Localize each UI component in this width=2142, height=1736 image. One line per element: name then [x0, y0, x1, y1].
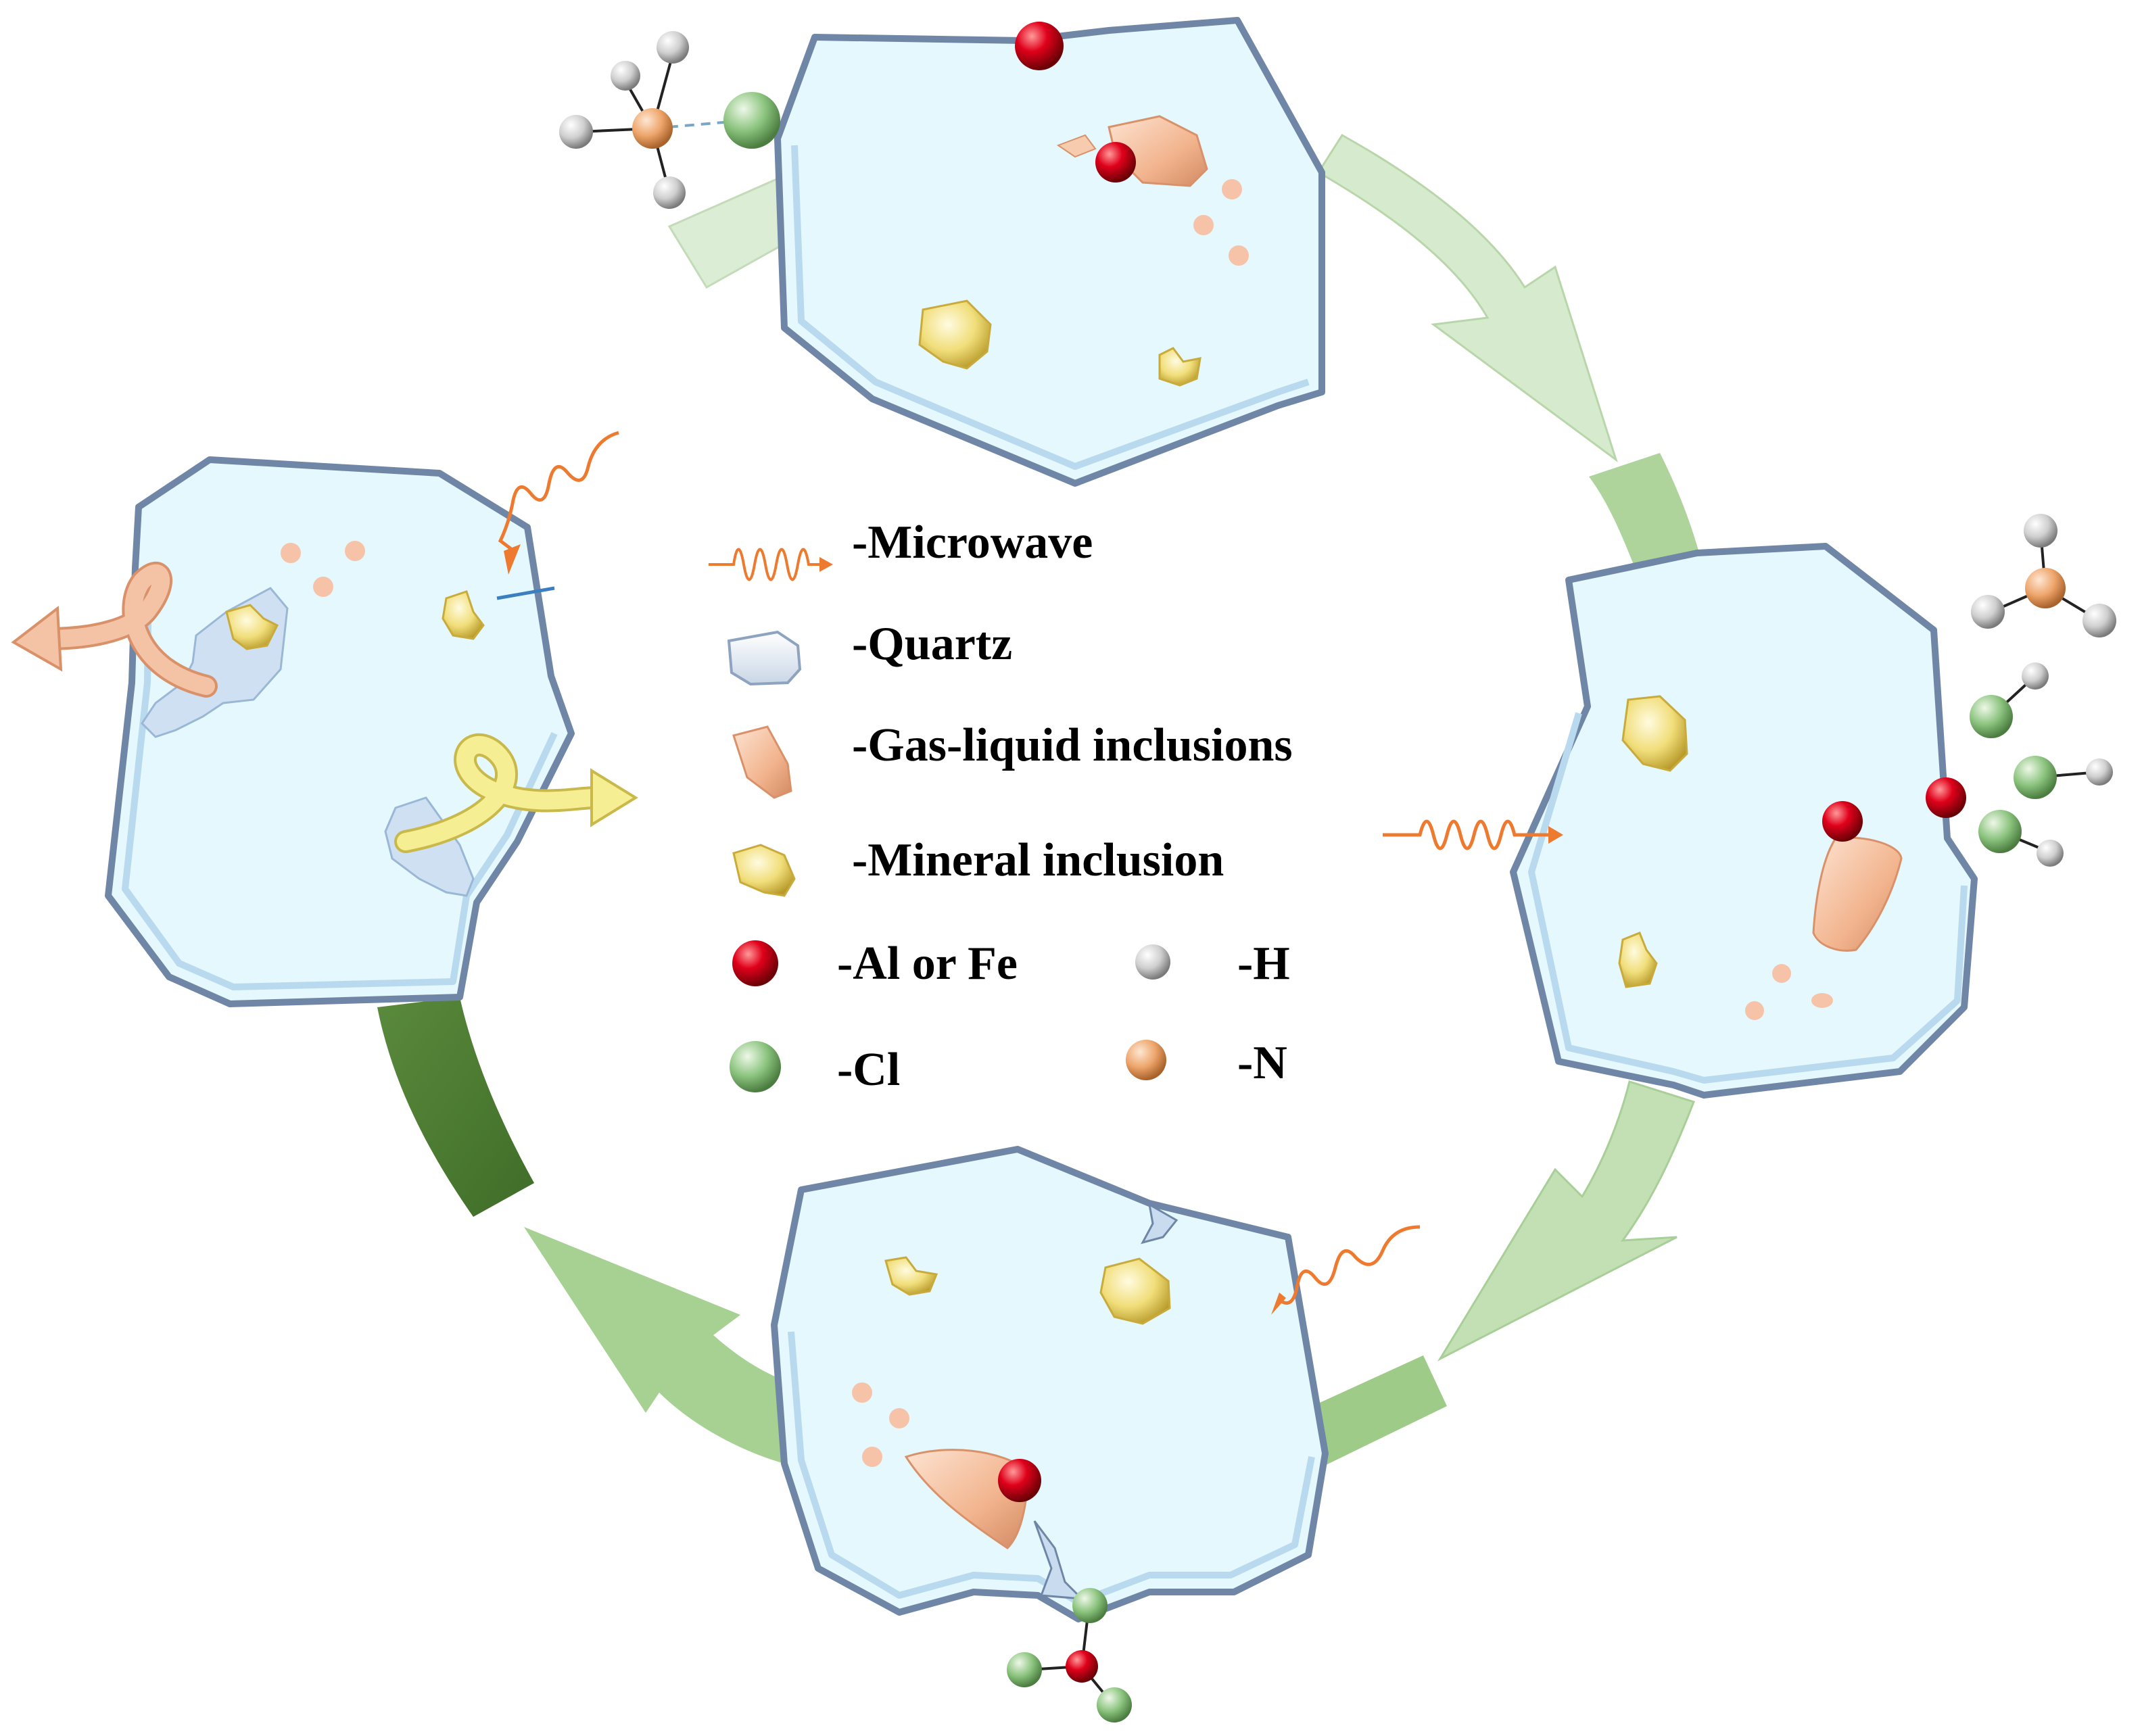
al-fe-atom	[1066, 1650, 1098, 1683]
quartz-grain-left	[105, 456, 575, 1007]
grain-right-body	[1510, 543, 1978, 1099]
gas-liquid-inclusion	[904, 1449, 1029, 1549]
mineral-inclusion	[918, 299, 992, 370]
mineral-inclusion-small	[884, 1256, 938, 1296]
mineral-escape-arrow	[394, 733, 638, 853]
mineral-inclusion-small	[1618, 932, 1658, 988]
gas-liquid-inclusion-small	[1056, 134, 1097, 158]
hydrogen-atom	[2037, 840, 2064, 867]
ammonia-chlorine-molecule	[559, 31, 780, 209]
gas-liquid-inclusion-icon	[732, 725, 792, 799]
chlorine-atom-icon	[730, 1041, 781, 1092]
quartz-grain-top	[774, 17, 1325, 487]
cycle-arrow-bottom-right	[1305, 1355, 1447, 1467]
legend-microwave: -Microwave	[852, 516, 1093, 569]
chlorine-atom	[1097, 1687, 1132, 1722]
gas-liquid-bubble	[345, 541, 365, 561]
hydrogen-atom	[653, 176, 686, 209]
legend-cl: -Cl	[837, 1044, 900, 1096]
gas-liquid-bubble	[1811, 993, 1833, 1008]
al-fe-atom	[1926, 777, 1966, 818]
cycle-arrow-top-right	[1316, 133, 1618, 462]
aluminum-chloride-molecule	[1007, 1588, 1132, 1722]
hydrogen-atom	[2086, 758, 2113, 786]
gas-liquid-bubble	[1745, 1001, 1764, 1020]
chlorine-atom	[1978, 810, 2022, 853]
legend: -Microwave -Quartz -Gas-liquid inclusion…	[709, 516, 1293, 1096]
chlorine-atom	[1072, 1588, 1108, 1623]
hydrogen-atom	[1971, 595, 2005, 629]
cycle-arrow-left-dark	[377, 997, 534, 1217]
hydrogen-atom	[2082, 604, 2116, 637]
legend-al-or-fe: -Al or Fe	[837, 938, 1018, 990]
mineral-inclusion	[1099, 1257, 1171, 1325]
gas-liquid-bubble	[862, 1447, 882, 1467]
mineral-inclusion	[1621, 695, 1688, 772]
hydrogen-atom	[611, 61, 640, 91]
hydrogen-atom	[2022, 662, 2049, 690]
mineral-inclusion-small	[225, 604, 279, 650]
al-fe-atom	[1822, 801, 1863, 842]
cycle-arrow-top-left	[667, 174, 792, 289]
legend-n: -N	[1237, 1037, 1287, 1089]
legend-quartz: -Quartz	[852, 618, 1012, 670]
gas-liquid-bubble	[1193, 215, 1214, 235]
mineral-inclusion-small	[1158, 347, 1201, 387]
al-fe-atom	[998, 1459, 1041, 1502]
gas-liquid-inclusion	[1812, 836, 1903, 952]
hcl-molecules	[1970, 662, 2113, 867]
gas-liquid-bubble	[1772, 964, 1791, 983]
al-fe-atom	[1015, 22, 1064, 70]
gas-liquid-bubble	[1222, 179, 1242, 199]
chlorine-atom	[723, 92, 780, 149]
mineral-inclusion-icon	[732, 844, 796, 897]
chlorine-atom	[2014, 756, 2057, 799]
microwave-wave-icon	[709, 548, 833, 581]
gas-liquid-bubble	[281, 543, 301, 563]
cycle-arrow-bottom-left	[524, 1227, 801, 1464]
legend-mineral-inclusion: -Mineral inclusion	[852, 834, 1224, 886]
gas-liquid-bubble	[1229, 245, 1249, 266]
hydrogen-atom	[657, 31, 689, 64]
ammonia-molecule	[1971, 514, 2116, 637]
hydrogen-atom	[559, 115, 593, 149]
gas-liquid-bubble	[889, 1408, 909, 1428]
al-fe-atom	[1095, 142, 1136, 183]
gas-liquid-bubble	[852, 1382, 872, 1403]
nitrogen-atom	[2025, 568, 2066, 608]
quartz-grain-bottom	[771, 1146, 1329, 1622]
crack	[1141, 1203, 1179, 1245]
al-fe-atom-icon	[732, 940, 778, 986]
gas-liquid-escape-arrow	[11, 561, 218, 698]
hydrogen-atom-icon	[1135, 944, 1170, 980]
hydrogen-atom	[2024, 514, 2057, 548]
cycle-arrows	[377, 133, 1700, 1467]
nitrogen-atom	[632, 108, 673, 149]
gas-liquid-bubble	[313, 577, 333, 597]
chlorine-atom	[1007, 1652, 1042, 1687]
legend-gas-liquid-inclusions: -Gas-liquid inclusions	[852, 719, 1293, 771]
quartz-grain-right	[1510, 543, 1978, 1099]
cycle-arrow-right-lower	[1437, 1080, 1695, 1361]
microwave-wave-icon	[1383, 819, 1563, 850]
nitrogen-atom-icon	[1126, 1040, 1166, 1080]
microwave-wave-icon	[498, 431, 619, 575]
mineral-inclusion-small	[442, 590, 485, 640]
legend-h: -H	[1237, 938, 1290, 990]
microwave-wave-icon	[1271, 1225, 1421, 1315]
quartz-grain-icon	[727, 630, 802, 686]
cycle-arrow-right-upper	[1589, 453, 1700, 571]
chlorine-atom	[1970, 695, 2013, 738]
